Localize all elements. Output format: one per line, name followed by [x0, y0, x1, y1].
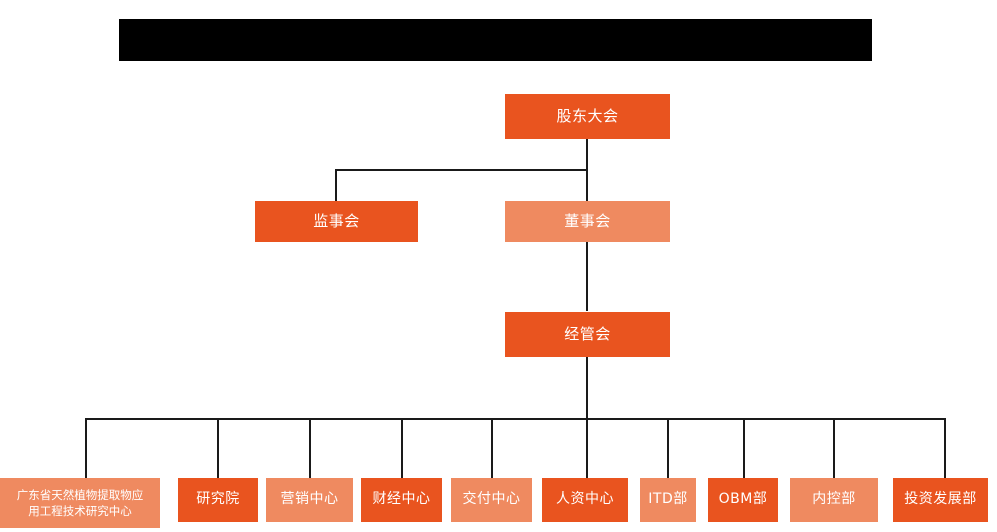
connector-drop-delivery-center — [491, 418, 493, 478]
node-institute[interactable]: 研究院 — [178, 478, 258, 522]
node-marketing-center[interactable]: 营销中心 — [266, 478, 353, 522]
node-investment-development-department[interactable]: 投资发展部 — [893, 478, 988, 522]
node-gd-natural-plant-extract-research-center[interactable]: 广东省天然植物提取物应 用工程技术研究中心 — [0, 478, 160, 528]
node-internal-control-department[interactable]: 内控部 — [790, 478, 878, 522]
node-supervisory-board[interactable]: 监事会 — [255, 201, 418, 242]
connector-board-to-management — [586, 241, 588, 311]
node-board-of-directors[interactable]: 董事会 — [505, 201, 670, 242]
node-label-multiline: 广东省天然植物提取物应 用工程技术研究中心 — [17, 487, 144, 519]
connector-department-bus — [85, 418, 945, 420]
node-finance-center[interactable]: 财经中心 — [361, 478, 442, 522]
node-label-line-2: 用工程技术研究中心 — [28, 504, 132, 518]
connector-drop-finance-center — [401, 418, 403, 478]
node-delivery-center[interactable]: 交付中心 — [451, 478, 532, 522]
connector-drop-obm-dept — [743, 418, 745, 478]
connector-drop-hr-center — [586, 418, 588, 478]
connector-drop-internal-control-dept — [833, 418, 835, 478]
redacted-title-banner — [119, 19, 872, 61]
connector-drop-itd-dept — [667, 418, 669, 478]
connector-drop-investment-dev-dept — [944, 418, 946, 478]
node-hr-center[interactable]: 人资中心 — [542, 478, 628, 522]
connector-management-down — [586, 357, 588, 419]
node-obm-department[interactable]: OBM部 — [708, 478, 778, 522]
connector-level2-bus — [335, 169, 588, 171]
node-management-committee[interactable]: 经管会 — [505, 312, 670, 357]
connector-drop-marketing-center — [309, 418, 311, 478]
node-label-line-1: 广东省天然植物提取物应 — [16, 487, 144, 502]
connector-drop-research-center-gd — [85, 418, 87, 478]
node-itd-department[interactable]: ITD部 — [640, 478, 696, 522]
node-shareholders-meeting[interactable]: 股东大会 — [505, 94, 670, 139]
connector-shareholders-down — [586, 139, 588, 170]
connector-drop-supervisory — [335, 169, 337, 201]
connector-drop-board — [586, 169, 588, 201]
connector-drop-institute — [217, 418, 219, 478]
